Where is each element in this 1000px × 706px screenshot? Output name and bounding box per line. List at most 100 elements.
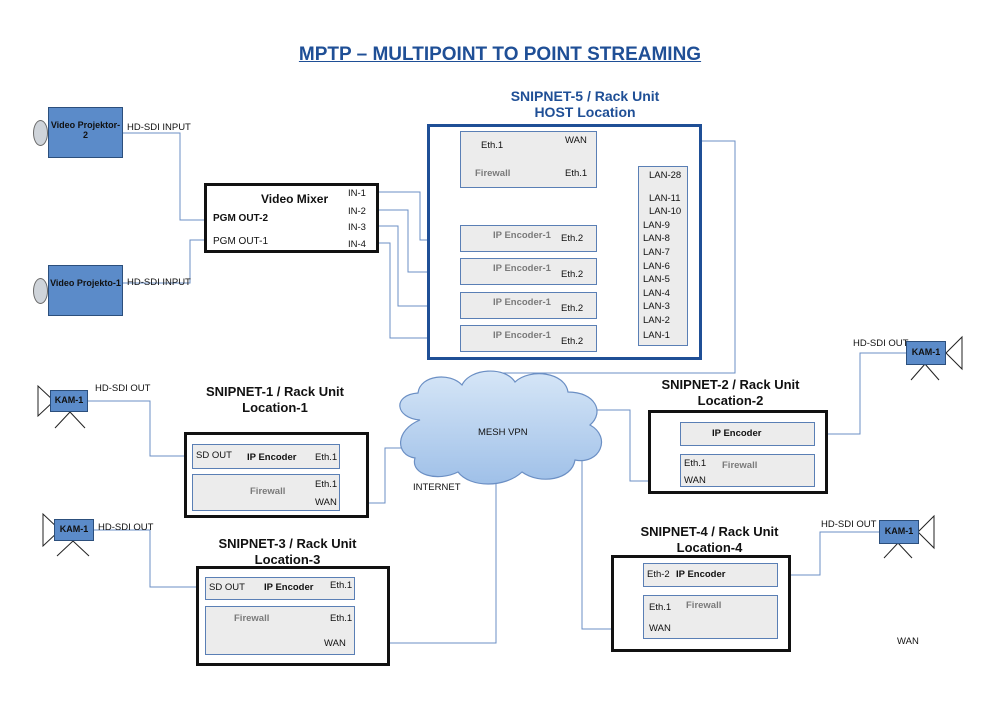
site1-eth1b: Eth.1	[315, 479, 338, 490]
encoder-name: IP Encoder-1	[493, 297, 551, 308]
projector-lens-icon	[33, 120, 48, 146]
host-encoder-4: IP Encoder-1 Eth.2	[460, 325, 597, 352]
site3-firewall: Firewall	[234, 613, 270, 624]
site3-wan: WAN	[324, 638, 346, 649]
encoder-name: IP Encoder-1	[493, 263, 551, 274]
camera-out-label: HD-SDI OUT	[853, 338, 909, 349]
site4-wan: WAN	[649, 623, 671, 634]
encoder-port: Eth.2	[561, 233, 584, 244]
lan-port: LAN-5	[643, 274, 670, 285]
site1-encoder: IP Encoder	[247, 452, 297, 463]
mixer-out2: PGM OUT-2	[213, 213, 269, 224]
site1-heading: SNIPNET-1 / Rack Unit Location-1	[180, 384, 370, 416]
lan-port: LAN-9	[643, 220, 670, 231]
encoder-name: IP Encoder-1	[493, 330, 551, 341]
site1-eth1a: Eth.1	[315, 452, 338, 463]
lan-port: LAN-10	[649, 206, 682, 217]
host-heading-line1: SNIPNET-5 / Rack Unit	[510, 88, 660, 104]
host-firewall-box: Eth.1 WAN Firewall Eth.1	[460, 131, 597, 188]
projector-name: Video Projekto-1	[50, 278, 121, 288]
mixer-out1: PGM OUT-1	[213, 236, 269, 247]
stray-wan-label: WAN	[897, 636, 919, 647]
site2-firewall-box: Eth.1 Firewall WAN	[680, 454, 815, 487]
camera-out-label: HD-SDI OUT	[821, 519, 877, 530]
lan-port: LAN-28	[649, 170, 682, 181]
camera-name: KAM-1	[911, 347, 941, 357]
internet-label: INTERNET	[413, 482, 461, 493]
camera-name: KAM-1	[54, 395, 84, 405]
site3-encoder: IP Encoder	[264, 582, 314, 593]
camera-name: KAM-1	[59, 524, 89, 534]
mixer-input: IN-3	[348, 222, 366, 233]
projector-name: Video Projektor-2	[50, 120, 121, 140]
site2-heading-line2: Location-2	[697, 393, 764, 408]
camera-icon: KAM-1	[879, 520, 919, 544]
site4-encoder: IP Encoder	[676, 569, 726, 580]
site1-firewall-box: Eth.1 Firewall WAN	[192, 474, 340, 511]
site4-heading: SNIPNET-4 / Rack Unit Location-4	[612, 524, 807, 556]
site2-firewall: Firewall	[722, 460, 758, 471]
host-encoder-3: IP Encoder-1 Eth.2	[460, 292, 597, 319]
host-eth1b-label: Eth.1	[565, 168, 588, 179]
camera-out-label: HD-SDI OUT	[95, 383, 151, 394]
projector-input-label: HD-SDI INPUT	[127, 277, 191, 288]
lan-switch: LAN-28 LAN-11 LAN-10 LAN-9 LAN-8 LAN-7 L…	[638, 166, 688, 346]
encoder-port: Eth.2	[561, 269, 584, 280]
site4-firewall: Firewall	[686, 600, 722, 611]
host-heading-line2: HOST Location	[534, 104, 636, 120]
video-projector-1: Video Projekto-1	[48, 265, 123, 316]
site4-eth1: Eth.1	[649, 602, 672, 613]
site2-encoder-box: IP Encoder	[680, 422, 815, 446]
projector-input-label: HD-SDI INPUT	[127, 122, 191, 133]
site4-heading-line1: SNIPNET-4 / Rack Unit	[640, 524, 779, 539]
site1-sdout: SD OUT	[196, 450, 232, 461]
site2-encoder: IP Encoder	[712, 428, 762, 439]
video-projector-2: Video Projektor-2	[48, 107, 123, 158]
camera-icon: KAM-1	[54, 519, 94, 541]
lan-port: LAN-7	[643, 247, 670, 258]
site4-encoder-box: Eth-2 IP Encoder	[643, 563, 778, 587]
site3-eth1b: Eth.1	[330, 613, 353, 624]
camera-icon: KAM-1	[906, 341, 946, 365]
camera-name: KAM-1	[884, 526, 914, 536]
host-encoder-1: IP Encoder-1 Eth.2	[460, 225, 597, 252]
lan-port: LAN-11	[649, 193, 681, 204]
site3-firewall-box: Firewall Eth.1 WAN	[205, 606, 355, 655]
site4-eth2: Eth-2	[647, 569, 670, 580]
camera-out-label: HD-SDI OUT	[98, 522, 154, 533]
mesh-cloud-shape	[399, 370, 603, 485]
site2-wan: WAN	[684, 475, 706, 486]
host-encoder-2: IP Encoder-1 Eth.2	[460, 258, 597, 285]
site3-eth1a: Eth.1	[330, 580, 353, 591]
mixer-input: IN-1	[348, 188, 366, 199]
site3-heading-line2: Location-3	[254, 552, 321, 567]
site1-heading-line1: SNIPNET-1 / Rack Unit	[206, 384, 344, 399]
encoder-port: Eth.2	[561, 303, 584, 314]
site3-heading-line1: SNIPNET-3 / Rack Unit	[218, 536, 357, 551]
lan-port: LAN-6	[643, 261, 670, 272]
camera-icon: KAM-1	[50, 390, 88, 412]
lan-port: LAN-1	[643, 330, 670, 341]
site2-heading-line1: SNIPNET-2 / Rack Unit	[661, 377, 800, 392]
site1-wan: WAN	[315, 497, 337, 508]
site3-heading: SNIPNET-3 / Rack Unit Location-3	[195, 536, 380, 568]
mixer-input: IN-2	[348, 206, 366, 217]
site1-firewall: Firewall	[250, 486, 286, 497]
site2-eth1: Eth.1	[684, 458, 707, 469]
site3-sdout: SD OUT	[209, 582, 245, 593]
site1-encoder-box: SD OUT IP Encoder Eth.1	[192, 444, 340, 469]
host-firewall-label: Firewall	[475, 168, 511, 179]
video-mixer: Video Mixer PGM OUT-2 PGM OUT-1 IN-1 IN-…	[204, 183, 379, 253]
mixer-title: Video Mixer	[261, 192, 329, 206]
projector-lens-icon	[33, 278, 48, 304]
host-wan-label: WAN	[565, 135, 587, 146]
site4-heading-line2: Location-4	[676, 540, 743, 555]
encoder-name: IP Encoder-1	[493, 230, 551, 241]
mesh-vpn-label: MESH VPN	[478, 427, 528, 438]
lan-port: LAN-3	[643, 301, 670, 312]
host-heading: SNIPNET-5 / Rack Unit HOST Location	[460, 88, 710, 120]
site3-encoder-box: SD OUT IP Encoder Eth.1	[205, 577, 355, 600]
host-eth1-label: Eth.1	[481, 140, 504, 151]
mixer-input: IN-4	[348, 239, 366, 250]
lan-port: LAN-8	[643, 233, 670, 244]
